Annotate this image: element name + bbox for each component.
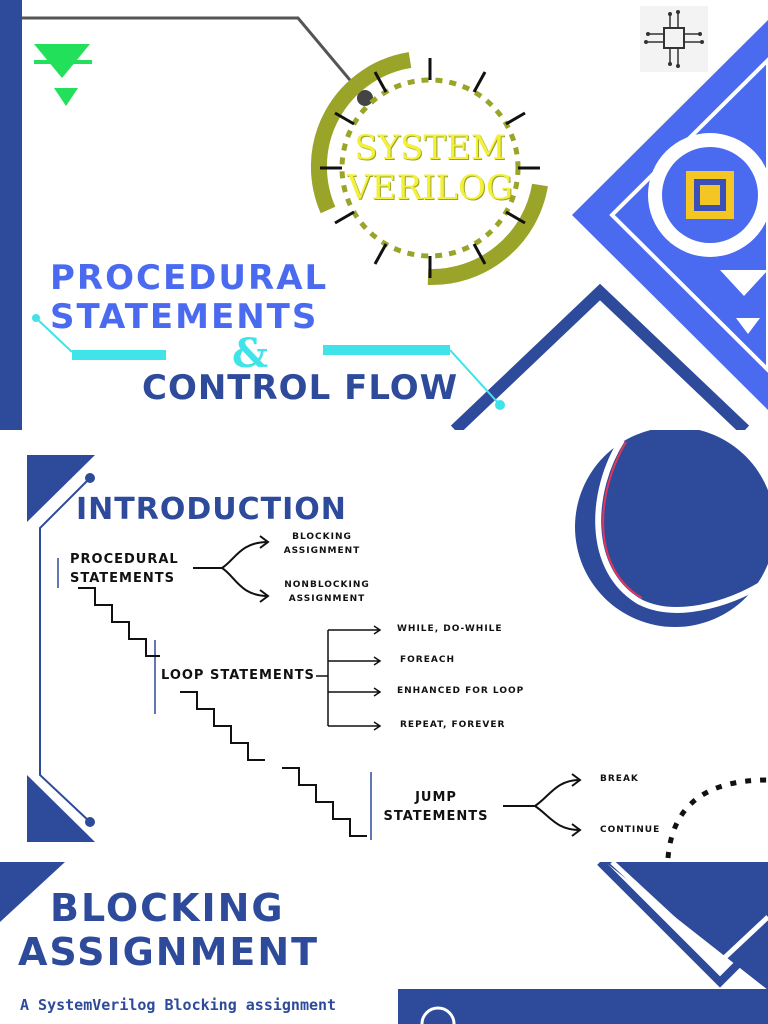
loop-bracket-arrows: [316, 625, 382, 731]
corner-triangle-left: [0, 862, 65, 922]
title-ampersand: &: [232, 330, 269, 377]
left-accent-bar: [0, 0, 22, 430]
triangle-outline: [450, 283, 750, 430]
staircase-1: [78, 587, 160, 657]
clock-logo-ring: [310, 52, 548, 286]
connector-dot: [357, 90, 373, 106]
logo-word-verilog: VERILOG: [346, 168, 513, 208]
blocking-heading-line1: BLOCKING: [50, 886, 285, 930]
connector-line: [22, 16, 367, 99]
jump-item-continue: CONTINUE: [600, 825, 661, 835]
chip-circuit-icon: [640, 6, 708, 72]
procedural-label: PROCEDURAL STATEMENTS: [70, 552, 179, 586]
footprints-decor: [665, 777, 768, 859]
staircase-2: [180, 691, 265, 761]
jump-item-break: BREAK: [600, 774, 639, 784]
decor-circle: [575, 430, 768, 627]
white-arrow-icon: [720, 270, 768, 296]
jump-label: JUMP STATEMENTS: [383, 790, 489, 824]
logo-text: SYSTEM VERILOG: [330, 128, 530, 208]
cyan-bar-left: [72, 350, 166, 360]
cyan-bar-right: [323, 345, 450, 355]
loop-item-while: WHILE, DO-WHILE: [397, 624, 503, 634]
blocking-label: BLOCKING ASSIGNMENT: [283, 532, 361, 556]
blocking-heading-line2: ASSIGNMENT: [18, 930, 320, 974]
title-control-flow: CONTROL FLOW: [142, 368, 459, 408]
blocking-assignment-slide: BLOCKING ASSIGNMENT A SystemVerilog Bloc…: [0, 862, 768, 1024]
title-statements: STATEMENTS: [50, 297, 319, 337]
loop-item-enhanced-for: ENHANCED FOR LOOP: [397, 686, 525, 696]
logo-word-system: SYSTEM: [354, 128, 506, 168]
introduction-graphics: [27, 430, 768, 859]
jump-fork-arrow: [503, 773, 582, 837]
title-slide-graphics: [0, 0, 768, 430]
blocking-slide-graphics: [0, 862, 768, 1024]
blocking-body-text: A SystemVerilog Blocking assignment: [20, 996, 337, 1014]
introduction-slide: INTRODUCTION PROCEDURAL STATEMENTS BLOCK…: [0, 430, 768, 862]
content-box: [398, 989, 768, 1024]
corner-triangle-bottom: [27, 775, 95, 842]
bracket-line: [39, 477, 91, 823]
procedural-fork-arrow: [193, 535, 270, 603]
nonblocking-label: NONBLOCKING ASSIGNMENT: [284, 580, 370, 604]
loop-item-repeat: REPEAT, FOREVER: [400, 720, 506, 730]
title-procedural: PROCEDURAL: [50, 258, 329, 298]
staircase-3: [282, 767, 367, 837]
corner-triangle-top: [27, 455, 95, 522]
intro-heading: INTRODUCTION: [76, 492, 347, 527]
loop-item-foreach: FOREACH: [400, 655, 455, 665]
loop-label: LOOP STATEMENTS: [161, 668, 315, 683]
title-slide: SYSTEM VERILOG PROCEDURAL STATEMENTS & C…: [0, 0, 768, 430]
green-arrow-icon: [34, 44, 92, 106]
